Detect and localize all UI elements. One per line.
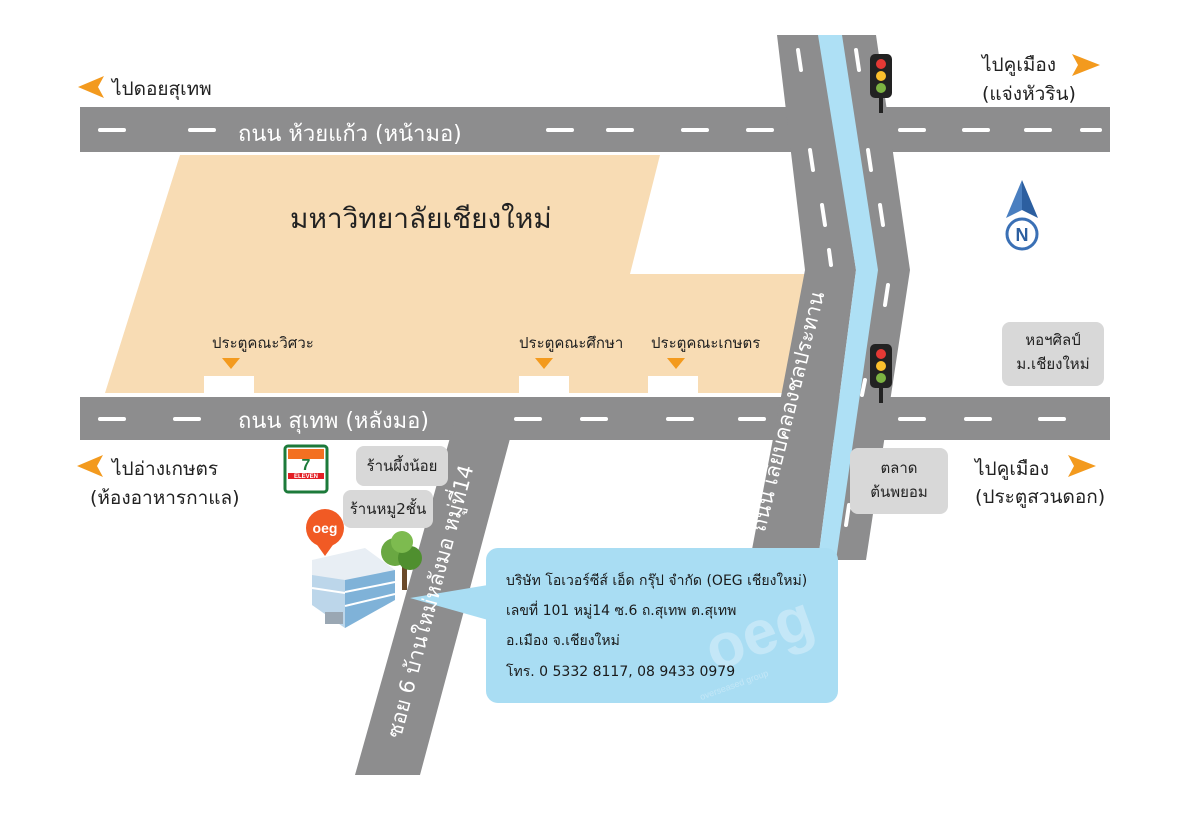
road-huay-kaew (80, 107, 1110, 152)
traffic-light-south-icon (870, 344, 892, 403)
tree-icon (381, 531, 422, 590)
road-label-huay-kaew: ถนน ห้วยแก้ว (หน้ามอ) (238, 122, 462, 147)
gate-marker-education (519, 376, 569, 393)
company-name: บริษัท โอเวอร์ซีส์ เอ็ด กรุ๊ป จำกัด (OEG… (506, 573, 808, 589)
svg-text:ELEVEN: ELEVEN (294, 474, 318, 480)
gate-label-agriculture: ประตูคณะเกษตร (651, 334, 761, 352)
landmark-market: ตลาด ต้นพยอม (850, 448, 948, 514)
direction-khu-mueang-2-sub: (ประตูสวนดอก) (975, 486, 1106, 508)
company-address-line-1: เลขที่ 101 หมู่14 ซ.6 ถ.สุเทพ ต.สุเทพ (506, 603, 737, 619)
oeg-location-pin-icon: oeg (306, 509, 344, 556)
landmark-shop-moo-2-chan: ร้านหมู2ชั้น (343, 490, 433, 528)
company-phone: โทร. 0 5332 8117, 08 9433 0979 (506, 664, 736, 680)
gate-pointer-education (535, 358, 553, 369)
direction-ang-kaset-sub: (ห้องอาหารกาแล) (90, 487, 240, 509)
office-building-icon (311, 548, 396, 628)
callout-pointer (410, 585, 488, 620)
market-line-2: ต้นพยอม (870, 483, 928, 501)
direction-khu-mueang-1-sub: (แจ่งหัวริน) (982, 83, 1076, 105)
compass-label: N (1016, 225, 1029, 245)
irrigation-canal (818, 35, 878, 560)
traffic-light-north-icon (870, 54, 892, 113)
landmark-art-gallery: หอฯศิลป์ ม.เชียงใหม่ (1002, 322, 1104, 386)
company-info-callout: oeg overseased group บริษัท โอเวอร์ซีส์ … (486, 548, 838, 703)
gate-pointer-agriculture (667, 358, 685, 369)
seven-eleven-logo: 7 ELEVEN (283, 444, 329, 494)
gate-marker-agriculture (648, 376, 698, 393)
arrow-right-khu-mueang-2 (1068, 455, 1096, 477)
north-compass-icon: N (1005, 180, 1039, 251)
gate-label-education: ประตูคณะศึกษา (519, 334, 624, 352)
art-gallery-line-1: หอฯศิลป์ (1025, 331, 1081, 349)
company-address-line-2: อ.เมือง จ.เชียงใหม่ (506, 633, 620, 649)
svg-text:oeg: oeg (313, 520, 338, 536)
arrow-right-khu-mueang-1 (1072, 54, 1100, 76)
gate-label-engineering: ประตูคณะวิศวะ (212, 334, 314, 352)
market-line-1: ตลาด (880, 459, 918, 477)
gate-pointer-engineering (222, 358, 240, 369)
direction-doi-suthep: ไปดอยสุเทพ (112, 78, 212, 100)
university-campus (105, 155, 820, 393)
arrow-left-ang-kaset (77, 455, 103, 477)
direction-khu-mueang-2: ไปคูเมือง (975, 458, 1050, 480)
direction-ang-kaset: ไปอ่างเกษตร (112, 458, 219, 480)
art-gallery-line-2: ม.เชียงใหม่ (1016, 355, 1090, 373)
university-name: มหาวิทยาลัยเชียงใหม่ (290, 202, 552, 235)
road-label-suthep: ถนน สุเทพ (หลังมอ) (238, 409, 429, 434)
road-canal-left (750, 35, 856, 560)
svg-text:7: 7 (302, 457, 311, 474)
direction-khu-mueang-1: ไปคูเมือง (982, 54, 1057, 76)
gate-marker-engineering (204, 376, 254, 393)
landmark-shop-phueng-noi: ร้านผึ้งน้อย (356, 446, 448, 486)
arrow-left-doi-suthep (78, 76, 104, 98)
